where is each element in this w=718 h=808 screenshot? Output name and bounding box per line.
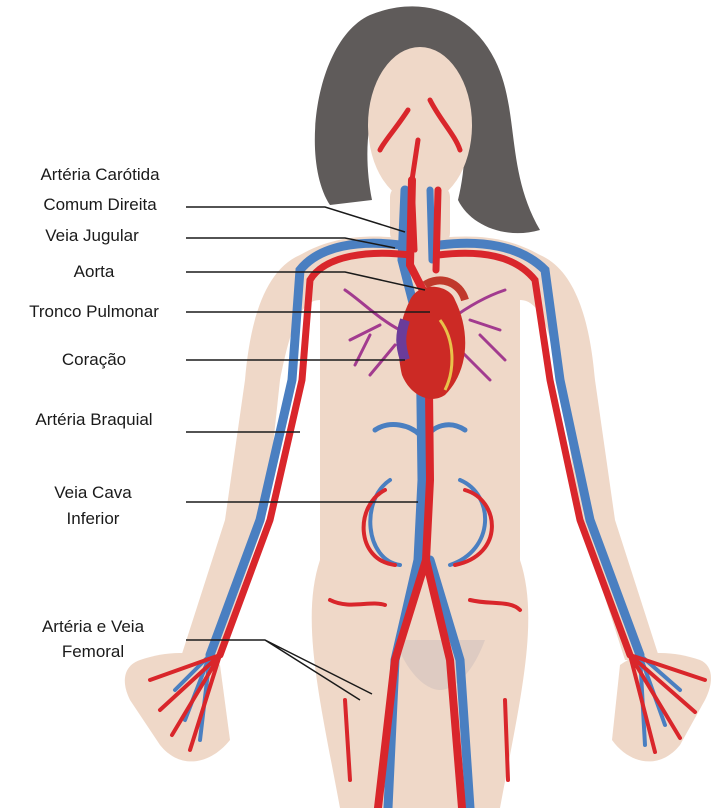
label-heart: Coração	[62, 350, 126, 370]
label-aorta: Aorta	[74, 262, 115, 282]
label-femoral-line2: Femoral	[62, 642, 124, 662]
label-vena-cava-line2: Inferior	[67, 509, 120, 529]
label-brachial: Artéria Braquial	[35, 410, 152, 430]
label-pulmonary-trunk: Tronco Pulmonar	[29, 302, 159, 322]
label-femoral-line1: Artéria e Veia	[42, 617, 144, 637]
label-jugular: Veia Jugular	[45, 226, 139, 246]
label-carotid-line1: Artéria Carótida	[40, 165, 159, 185]
label-vena-cava-line1: Veia Cava	[54, 483, 132, 503]
leader-carotid	[186, 207, 405, 232]
label-carotid-line2: Comum Direita	[43, 195, 156, 215]
